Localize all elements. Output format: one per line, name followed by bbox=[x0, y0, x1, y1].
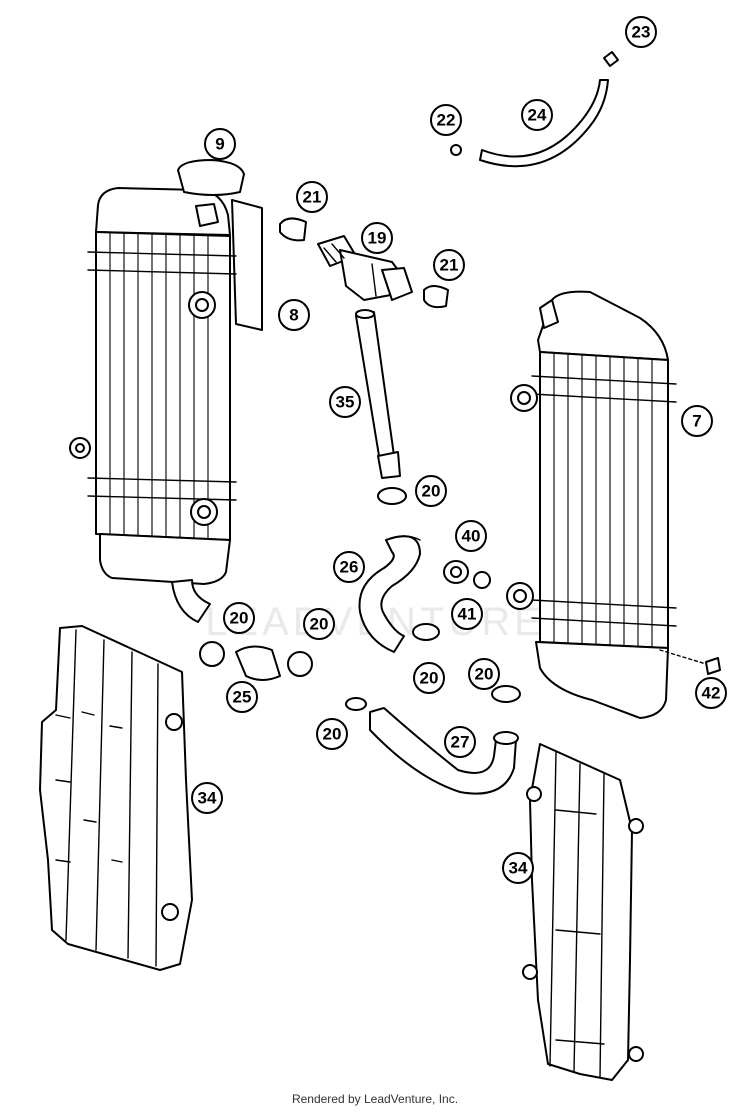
callout-label: 35 bbox=[336, 393, 355, 412]
callout-27: 27 bbox=[444, 726, 476, 758]
callout-label: 9 bbox=[215, 135, 224, 154]
callout-35: 35 bbox=[329, 386, 361, 418]
credit-text: Rendered by LeadVenture, Inc. bbox=[291, 1092, 459, 1106]
callout-label: 22 bbox=[437, 111, 456, 130]
callout-label: 27 bbox=[451, 733, 470, 752]
right-radiator-shroud bbox=[522, 743, 644, 1081]
callout-label: 40 bbox=[462, 527, 481, 546]
callout-label: 20 bbox=[230, 609, 249, 628]
callout-label: 26 bbox=[340, 558, 359, 577]
callout-label: 20 bbox=[422, 482, 441, 501]
radiator-cap-icon bbox=[177, 159, 245, 196]
callout-21: 21 bbox=[433, 249, 465, 281]
overflow-hose bbox=[450, 51, 619, 168]
callout-label: 7 bbox=[692, 412, 701, 431]
callout-label: 34 bbox=[509, 859, 528, 878]
callout-label: 34 bbox=[198, 789, 217, 808]
callout-9: 9 bbox=[204, 128, 236, 160]
hose-lower bbox=[369, 707, 519, 795]
callout-22: 22 bbox=[430, 104, 462, 136]
right-radiator bbox=[506, 290, 677, 719]
callout-34: 34 bbox=[191, 782, 223, 814]
callout-19: 19 bbox=[361, 222, 393, 254]
callout-41: 41 bbox=[451, 598, 483, 630]
callout-20: 20 bbox=[223, 602, 255, 634]
callout-26: 26 bbox=[333, 551, 365, 583]
callout-label: 42 bbox=[702, 684, 721, 703]
callout-label: 20 bbox=[420, 669, 439, 688]
callout-24: 24 bbox=[521, 99, 553, 131]
left-radiator bbox=[69, 159, 263, 623]
callout-8: 8 bbox=[278, 299, 310, 331]
left-radiator-shroud bbox=[39, 625, 193, 971]
callout-label: 20 bbox=[475, 665, 494, 684]
callout-40: 40 bbox=[455, 520, 487, 552]
callout-label: 8 bbox=[289, 306, 298, 325]
callout-20: 20 bbox=[415, 475, 447, 507]
callout-34: 34 bbox=[502, 852, 534, 884]
callout-label: 20 bbox=[310, 615, 329, 634]
callout-23: 23 bbox=[625, 16, 657, 48]
callout-20: 20 bbox=[468, 658, 500, 690]
connecting-pipe bbox=[355, 309, 401, 479]
callout-label: 23 bbox=[632, 23, 651, 42]
hose-short bbox=[199, 641, 313, 681]
callout-label: 41 bbox=[458, 605, 477, 624]
callout-label: 24 bbox=[528, 106, 547, 125]
callout-label: 20 bbox=[323, 725, 342, 744]
callout-20: 20 bbox=[413, 662, 445, 694]
t-piece-assembly bbox=[279, 217, 449, 309]
callout-21: 21 bbox=[296, 181, 328, 213]
callout-label: 21 bbox=[440, 256, 459, 275]
hose-upper bbox=[358, 535, 421, 653]
callout-25: 25 bbox=[226, 681, 258, 713]
callout-7: 7 bbox=[681, 405, 713, 437]
callout-42: 42 bbox=[695, 677, 727, 709]
callout-label: 25 bbox=[233, 688, 252, 707]
callout-label: 21 bbox=[303, 188, 322, 207]
small-parts bbox=[345, 487, 721, 711]
callout-20: 20 bbox=[316, 718, 348, 750]
callout-20: 20 bbox=[303, 608, 335, 640]
callout-label: 19 bbox=[368, 229, 387, 248]
